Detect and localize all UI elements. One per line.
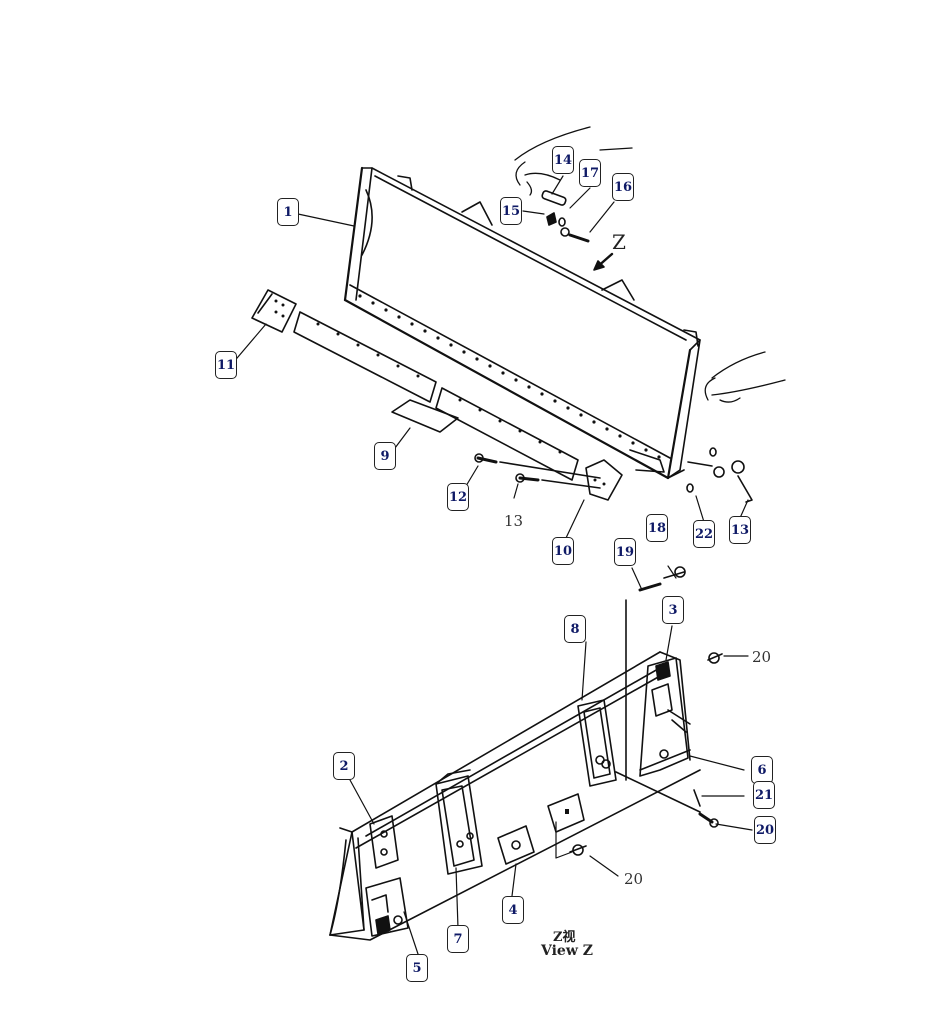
view-z-arrow <box>593 252 614 271</box>
part-label-1: 1 <box>277 198 299 226</box>
edge-bolts <box>474 447 753 503</box>
part-label-18: 18 <box>646 514 668 542</box>
cutting-edges <box>251 289 665 501</box>
part-label-5: 5 <box>406 954 428 982</box>
part-label-4: 4 <box>502 896 524 924</box>
part-label-8: 8 <box>564 615 586 643</box>
part-label-2: 2 <box>333 752 355 780</box>
part-label-14: 14 <box>552 146 574 174</box>
plain-label-13: 13 <box>504 512 524 530</box>
view-marker-z: Z <box>612 230 626 254</box>
push-arm-right <box>704 351 786 403</box>
part-label-7: 7 <box>447 925 469 953</box>
blade-back-frame <box>329 651 701 941</box>
part-label-9: 9 <box>374 442 396 470</box>
frame-hardware <box>569 566 723 856</box>
part-label-13: 13 <box>729 516 751 544</box>
top-hardware <box>541 190 590 243</box>
leader-lines-upper <box>231 175 749 539</box>
part-label-22: 22 <box>693 520 715 548</box>
part-label-21: 21 <box>753 781 775 809</box>
part-label-15: 15 <box>500 197 522 225</box>
plain-label-20-bottom: 20 <box>624 870 644 888</box>
part-label-12: 12 <box>447 483 469 511</box>
plain-label-20-top: 20 <box>752 648 772 666</box>
blade-bolt-holes <box>358 294 661 459</box>
push-arm-left-top <box>514 126 633 196</box>
part-label-19: 19 <box>614 538 636 566</box>
part-label-20: 20 <box>754 816 776 844</box>
part-label-11: 11 <box>215 351 237 379</box>
view-caption-cn: Z视 <box>553 930 576 945</box>
part-label-6: 6 <box>751 756 773 784</box>
blade <box>343 166 701 480</box>
part-label-16: 16 <box>612 173 634 201</box>
view-caption-en: View Z <box>541 943 593 959</box>
part-label-17: 17 <box>579 159 601 187</box>
part-label-10: 10 <box>552 537 574 565</box>
part-label-3: 3 <box>662 596 684 624</box>
leader-lines-lower <box>349 565 753 961</box>
